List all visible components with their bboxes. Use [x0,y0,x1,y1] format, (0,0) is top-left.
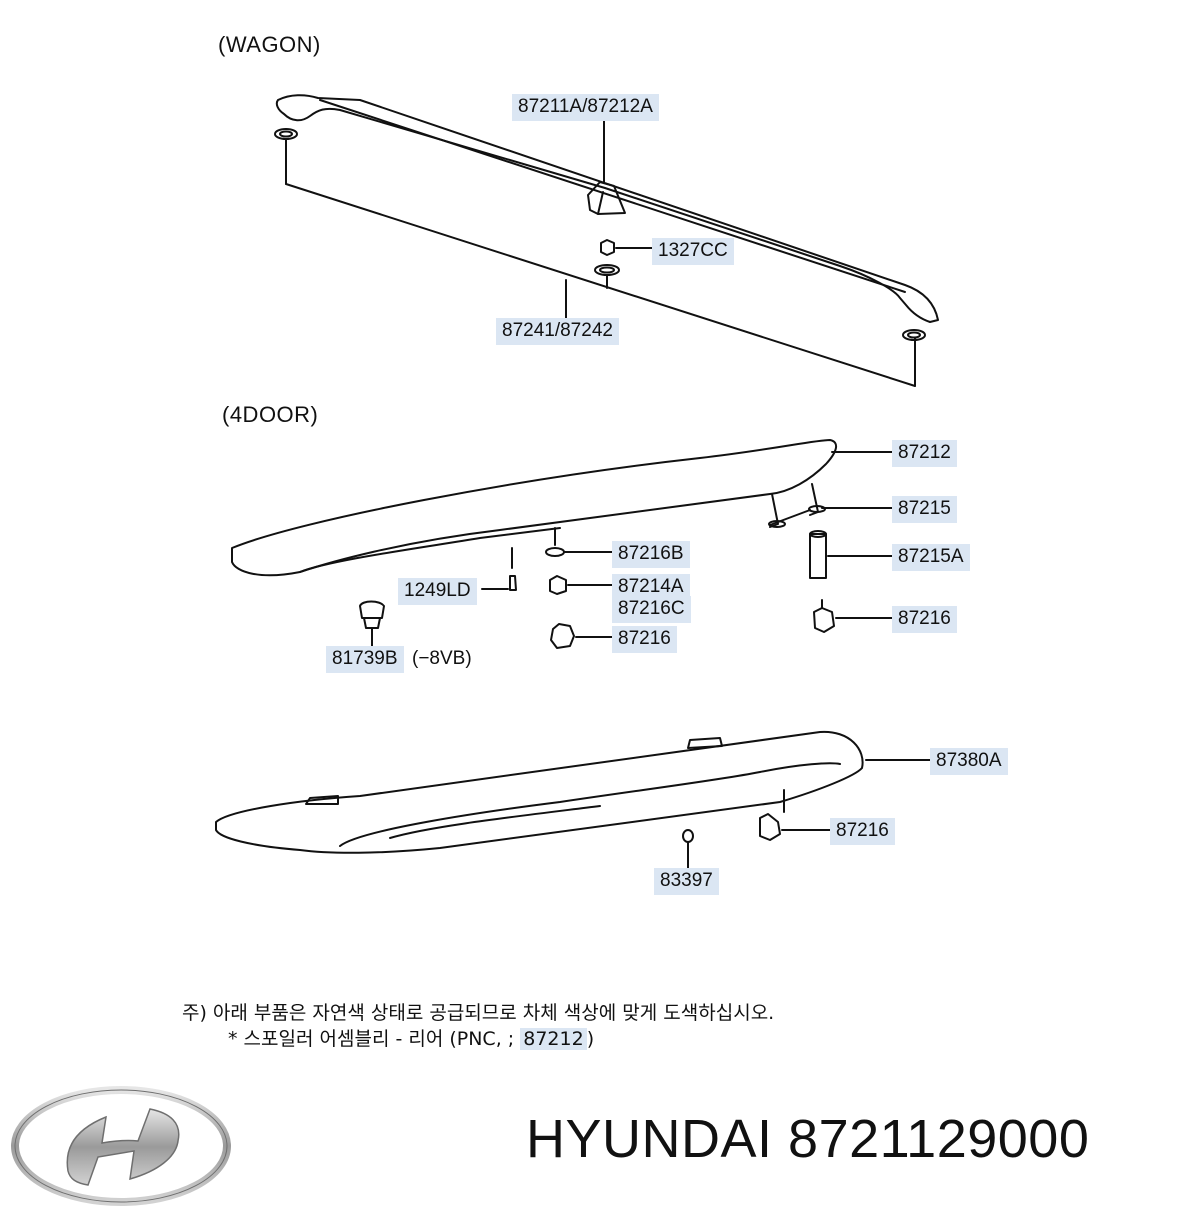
callout-87216B[interactable]: 87216B [612,541,690,568]
lower-leader-lines [687,759,931,869]
rear-spoiler-87380A [215,730,864,854]
wagon-leader-lines [565,119,653,319]
part-number: 8721129000 [788,1109,1090,1169]
callout-87215[interactable]: 87215 [892,496,957,523]
callout-87216-right[interactable]: 87216 [892,606,957,633]
callout-87241-87242[interactable]: 87241/87242 [496,318,619,345]
paint-note-prefix: * 스포일러 어셈블리 - 리어 (PNC, ; [228,1028,521,1050]
callout-87215A[interactable]: 87215A [892,544,970,571]
4door-spoiler [231,439,838,577]
callout-87216C[interactable]: 87216C [612,596,691,623]
brand-name: HYUNDAI [526,1109,773,1169]
brand-part-label: HYUNDAI 8721129000 [526,1108,1089,1170]
hyundai-logo-icon [11,1086,231,1206]
callout-87216-center[interactable]: 87216 [612,626,677,653]
paint-note-line2: * 스포일러 어셈블리 - 리어 (PNC, ; 87212) [228,1024,594,1051]
callout-81739B[interactable]: 81739B [326,646,404,673]
paint-note-line1: 주) 아래 부품은 자연색 상태로 공급되므로 차체 색상에 맞게 도색하십시오… [182,1002,775,1024]
callout-87212[interactable]: 87212 [892,440,957,467]
callout-87216-lower[interactable]: 87216 [830,818,895,845]
paint-note-pnc[interactable]: 87212 [520,1028,587,1050]
4door-section-title: (4DOOR) [222,402,319,427]
wagon-roof-rail [275,94,939,323]
callout-1249LD[interactable]: 1249LD [398,578,477,605]
callout-83397[interactable]: 83397 [654,868,719,895]
callout-87380A[interactable]: 87380A [930,748,1008,775]
4door-fasteners [359,527,835,649]
wagon-cover-strip [285,139,916,387]
callout-81739B-suffix: (−8VB) [412,648,472,669]
callout-87211A-87212A[interactable]: 87211A/87212A [512,94,659,121]
wagon-grommets [274,128,926,341]
4door-leader-lines [371,451,893,649]
paint-note-suffix: ) [586,1028,595,1050]
callout-1327CC[interactable]: 1327CC [652,238,734,265]
wagon-section-title: (WAGON) [218,32,321,57]
